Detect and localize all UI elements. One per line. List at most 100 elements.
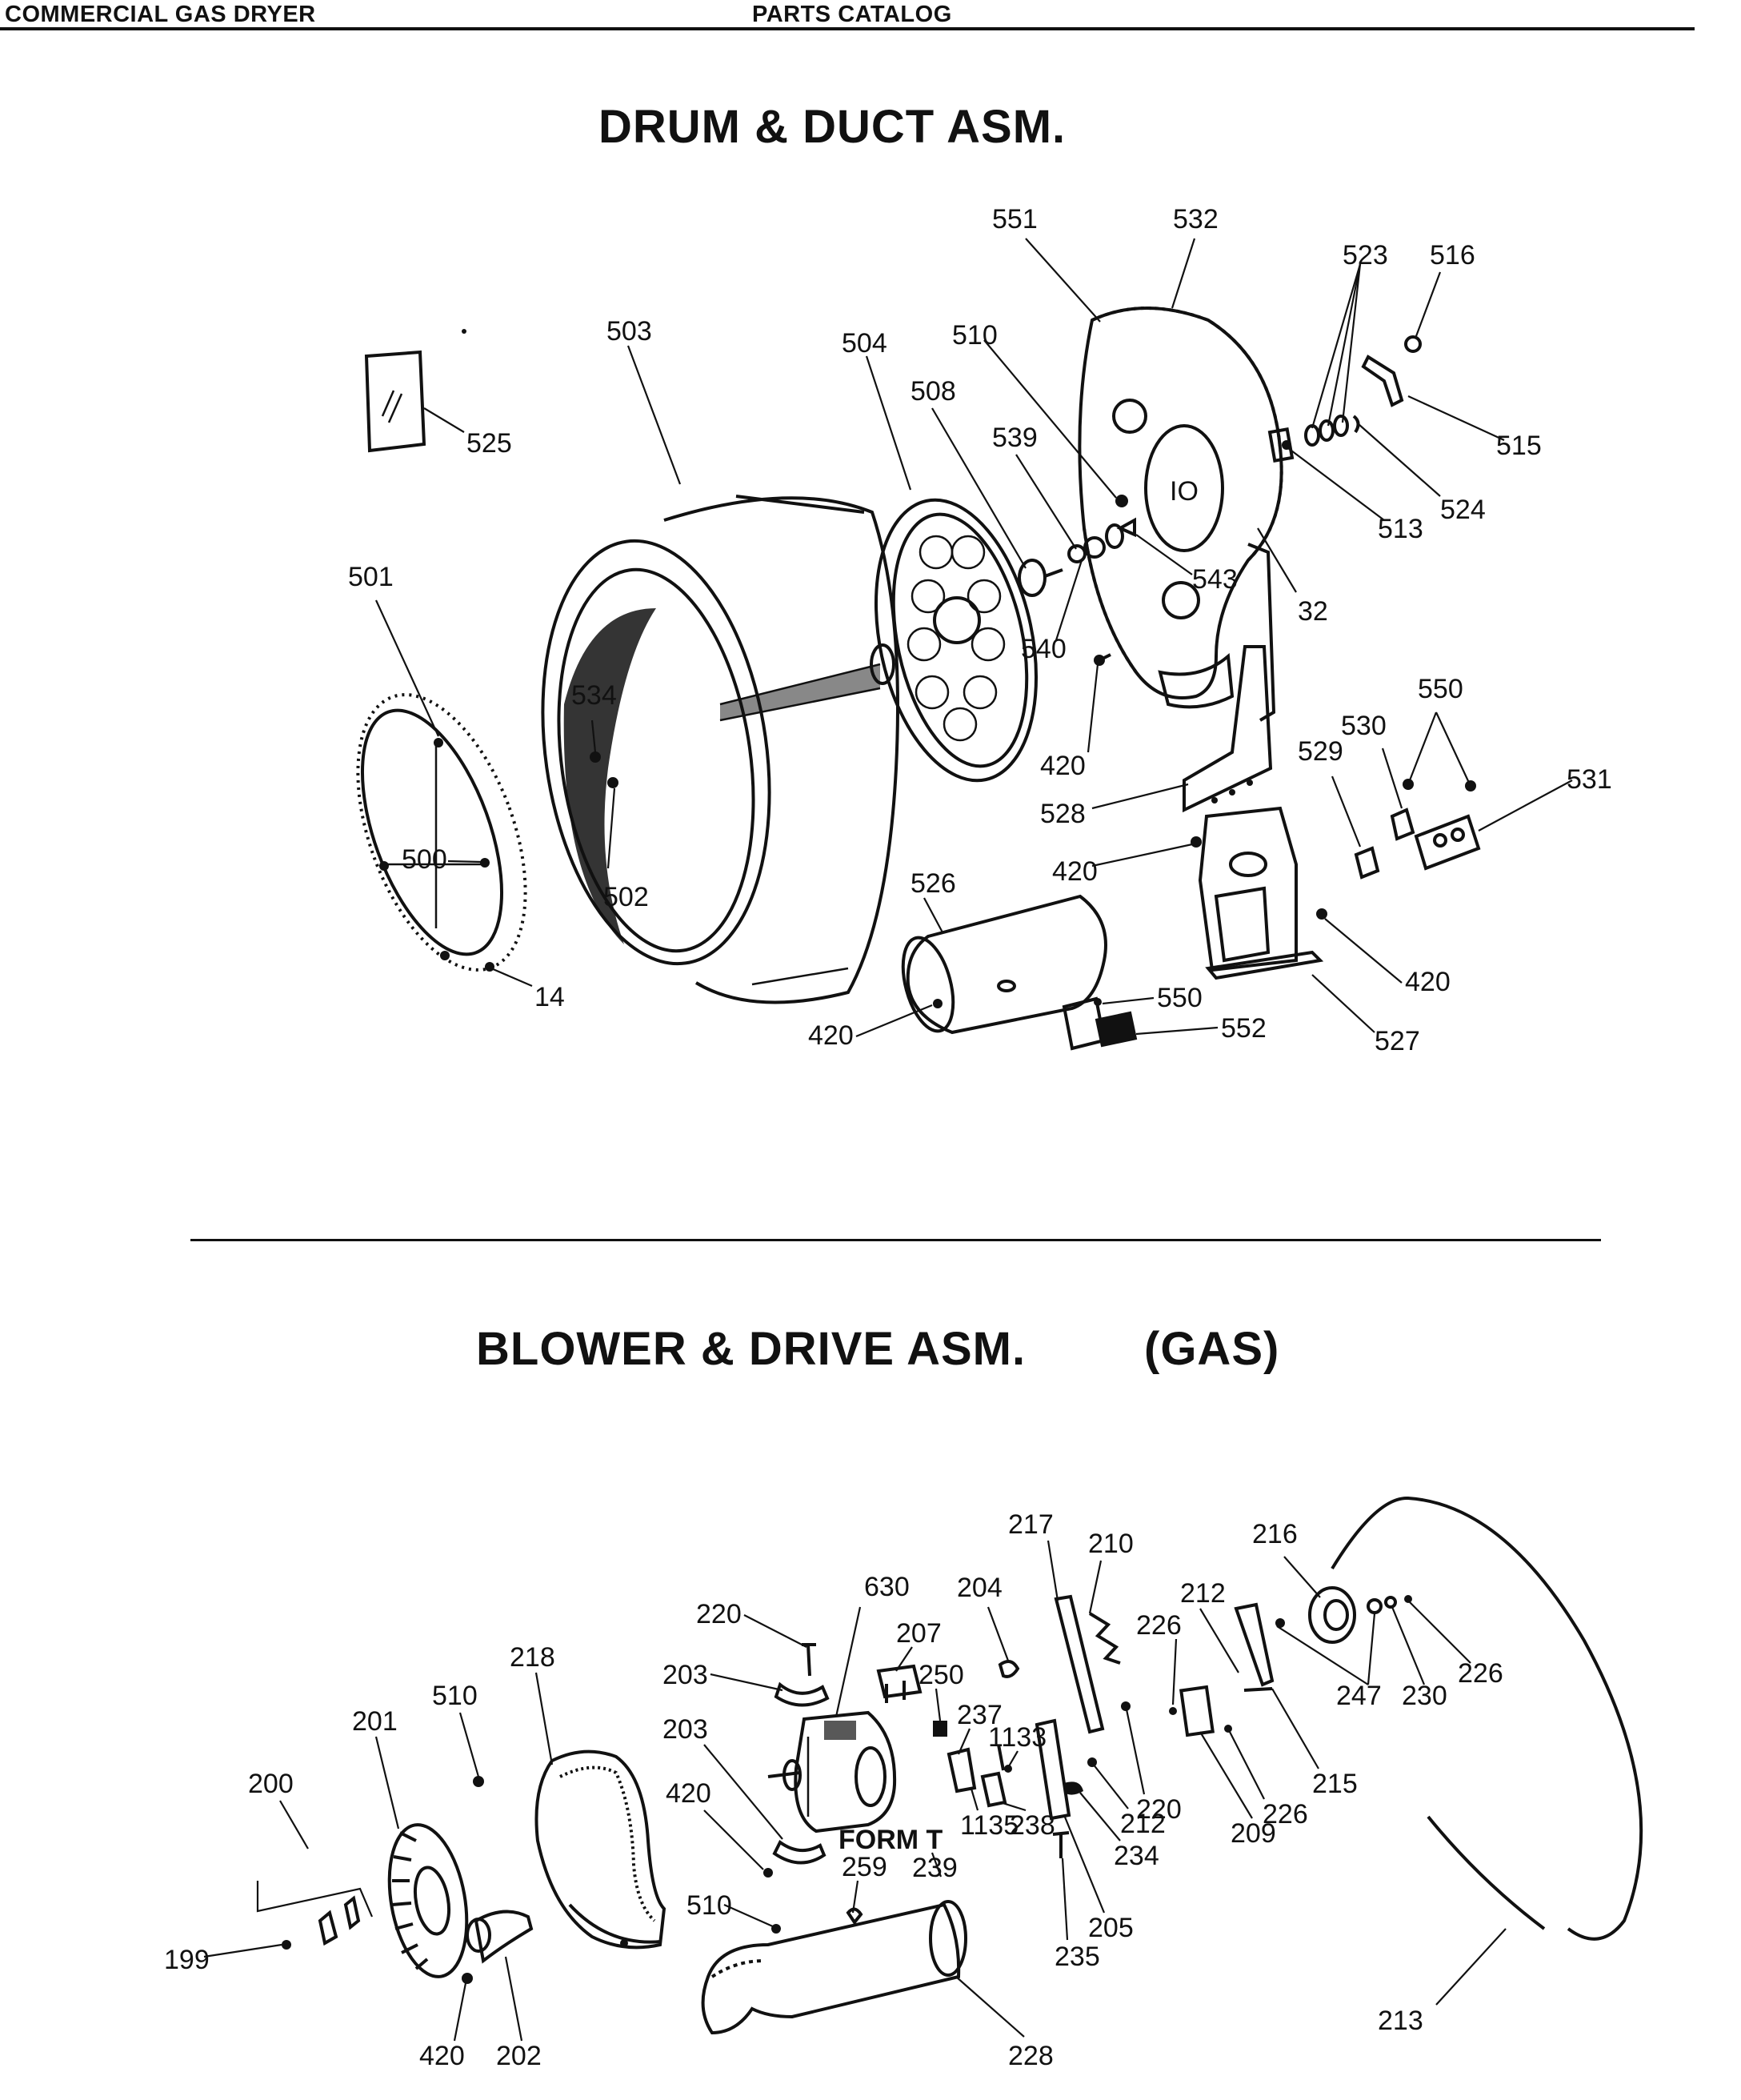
- blower-part-labels: 217 210 216 630 204 220 207 212 226 203 …: [164, 1509, 1503, 2071]
- label-1135: 1135: [960, 1810, 1019, 1841]
- label-551: 551: [992, 204, 1038, 234]
- label-540: 540: [1021, 634, 1067, 664]
- label-524: 524: [1440, 495, 1486, 525]
- label-212-b: 212: [1120, 1809, 1166, 1839]
- idler-arm-217: [1054, 1594, 1131, 1767]
- label-235: 235: [1055, 1942, 1100, 1972]
- bulkhead-551-532: IO: [1078, 307, 1283, 722]
- drum-duct-assembly: IO: [348, 204, 1612, 1056]
- label-523: 523: [1343, 240, 1388, 271]
- duct-526: [901, 894, 1107, 1035]
- header-rule: [0, 27, 1695, 30]
- label-203-a: 203: [662, 1660, 708, 1690]
- drum-section-title: DRUM & DUCT ASM.: [598, 101, 1067, 153]
- pulley-216: [1308, 1586, 1412, 1644]
- label-230: 230: [1402, 1681, 1447, 1711]
- label-531: 531: [1567, 764, 1612, 795]
- label-420-d: 420: [1405, 967, 1451, 997]
- label-238: 238: [1010, 1810, 1055, 1841]
- label-508: 508: [911, 376, 956, 407]
- label-form-t: FORM T: [838, 1825, 943, 1855]
- label-212-a: 212: [1180, 1578, 1226, 1609]
- label-530: 530: [1341, 711, 1387, 741]
- label-552: 552: [1221, 1013, 1267, 1044]
- label-513: 513: [1378, 514, 1423, 544]
- drum-part-labels: 525 503 504 508 510 539 551 532 523 516 …: [348, 204, 1612, 1056]
- exhaust-duct-228: [701, 1900, 967, 2035]
- label-501: 501: [348, 562, 394, 592]
- label-218: 218: [510, 1642, 555, 1673]
- label-420-a: 420: [1040, 751, 1086, 781]
- header-catalog-name: PARTS CATALOG: [752, 2, 952, 27]
- label-237: 237: [957, 1700, 1003, 1730]
- label-500: 500: [402, 844, 447, 875]
- label-202: 202: [496, 2041, 542, 2071]
- bearing-hardware: [1018, 495, 1136, 666]
- label-510: 510: [952, 320, 998, 351]
- drum-503: [541, 495, 899, 1004]
- label-217: 217: [1008, 1509, 1054, 1540]
- label-220-b: 220: [1136, 1794, 1182, 1825]
- label-510-b: 510: [686, 1890, 732, 1921]
- label-529: 529: [1298, 736, 1343, 767]
- drum-leader-lines: [375, 238, 1573, 1038]
- idler-bracket-215-209: [1169, 1602, 1285, 1737]
- label-200: 200: [248, 1769, 294, 1799]
- label-550-a: 550: [1418, 674, 1463, 704]
- rear-panel-504: [870, 498, 1039, 783]
- label-14: 14: [534, 982, 565, 1012]
- label-215: 215: [1312, 1769, 1358, 1799]
- label-216: 216: [1252, 1519, 1298, 1549]
- label-502: 502: [603, 882, 649, 912]
- section-divider: [190, 1239, 1601, 1241]
- label-234: 234: [1114, 1841, 1159, 1871]
- label-1133: 1133: [988, 1722, 1047, 1753]
- label-503: 503: [606, 316, 652, 347]
- label-207: 207: [896, 1618, 942, 1649]
- label-532: 532: [1173, 204, 1219, 234]
- label-543: 543: [1192, 564, 1238, 595]
- motor-630: [767, 1710, 897, 1833]
- label-204: 204: [957, 1573, 1003, 1603]
- header-product-name: COMMERCIAL GAS DRYER: [5, 2, 316, 27]
- label-515: 515: [1496, 431, 1542, 461]
- label-32: 32: [1298, 596, 1328, 627]
- label-226-b: 226: [1458, 1658, 1503, 1689]
- envelope-525: [364, 329, 466, 453]
- blower-leader-lines: [203, 1540, 1507, 2042]
- blower-section-subtitle: (GAS): [1144, 1323, 1280, 1375]
- motor-clamps-203: [763, 1643, 830, 1878]
- label-534: 534: [571, 680, 617, 711]
- label-203-b: 203: [662, 1714, 708, 1745]
- label-504: 504: [842, 328, 887, 359]
- blower-housing-218: [534, 1749, 666, 1950]
- door-ring-501: [356, 693, 527, 972]
- label-259: 259: [842, 1852, 887, 1882]
- label-525: 525: [466, 428, 512, 459]
- belt-213: [1331, 1496, 1643, 1941]
- blower-hardware: [282, 1776, 534, 1984]
- label-210: 210: [1088, 1529, 1134, 1559]
- duct-brackets: [1183, 645, 1481, 980]
- label-247: 247: [1336, 1681, 1382, 1711]
- label-209: 209: [1231, 1818, 1276, 1849]
- heater-552: [1062, 996, 1138, 1051]
- label-239: 239: [912, 1853, 958, 1883]
- label-510-a: 510: [432, 1681, 478, 1711]
- label-528: 528: [1040, 799, 1086, 829]
- label-420-b: 420: [1052, 856, 1098, 887]
- label-250: 250: [919, 1660, 964, 1690]
- motor-bracket-205: [1004, 1718, 1083, 1858]
- label-205: 205: [1088, 1913, 1134, 1943]
- label-526: 526: [911, 868, 956, 899]
- label-420-a: 420: [666, 1778, 711, 1809]
- label-630: 630: [864, 1572, 910, 1602]
- capacitor-207: [876, 1664, 947, 1737]
- label-201: 201: [352, 1706, 398, 1737]
- label-420-b: 420: [419, 2041, 465, 2071]
- label-228: 228: [1008, 2041, 1054, 2071]
- label-213: 213: [1378, 2006, 1423, 2036]
- label-539: 539: [992, 423, 1038, 453]
- blower-drive-assembly: 217 210 216 630 204 220 207 212 226 203 …: [164, 1496, 1643, 2071]
